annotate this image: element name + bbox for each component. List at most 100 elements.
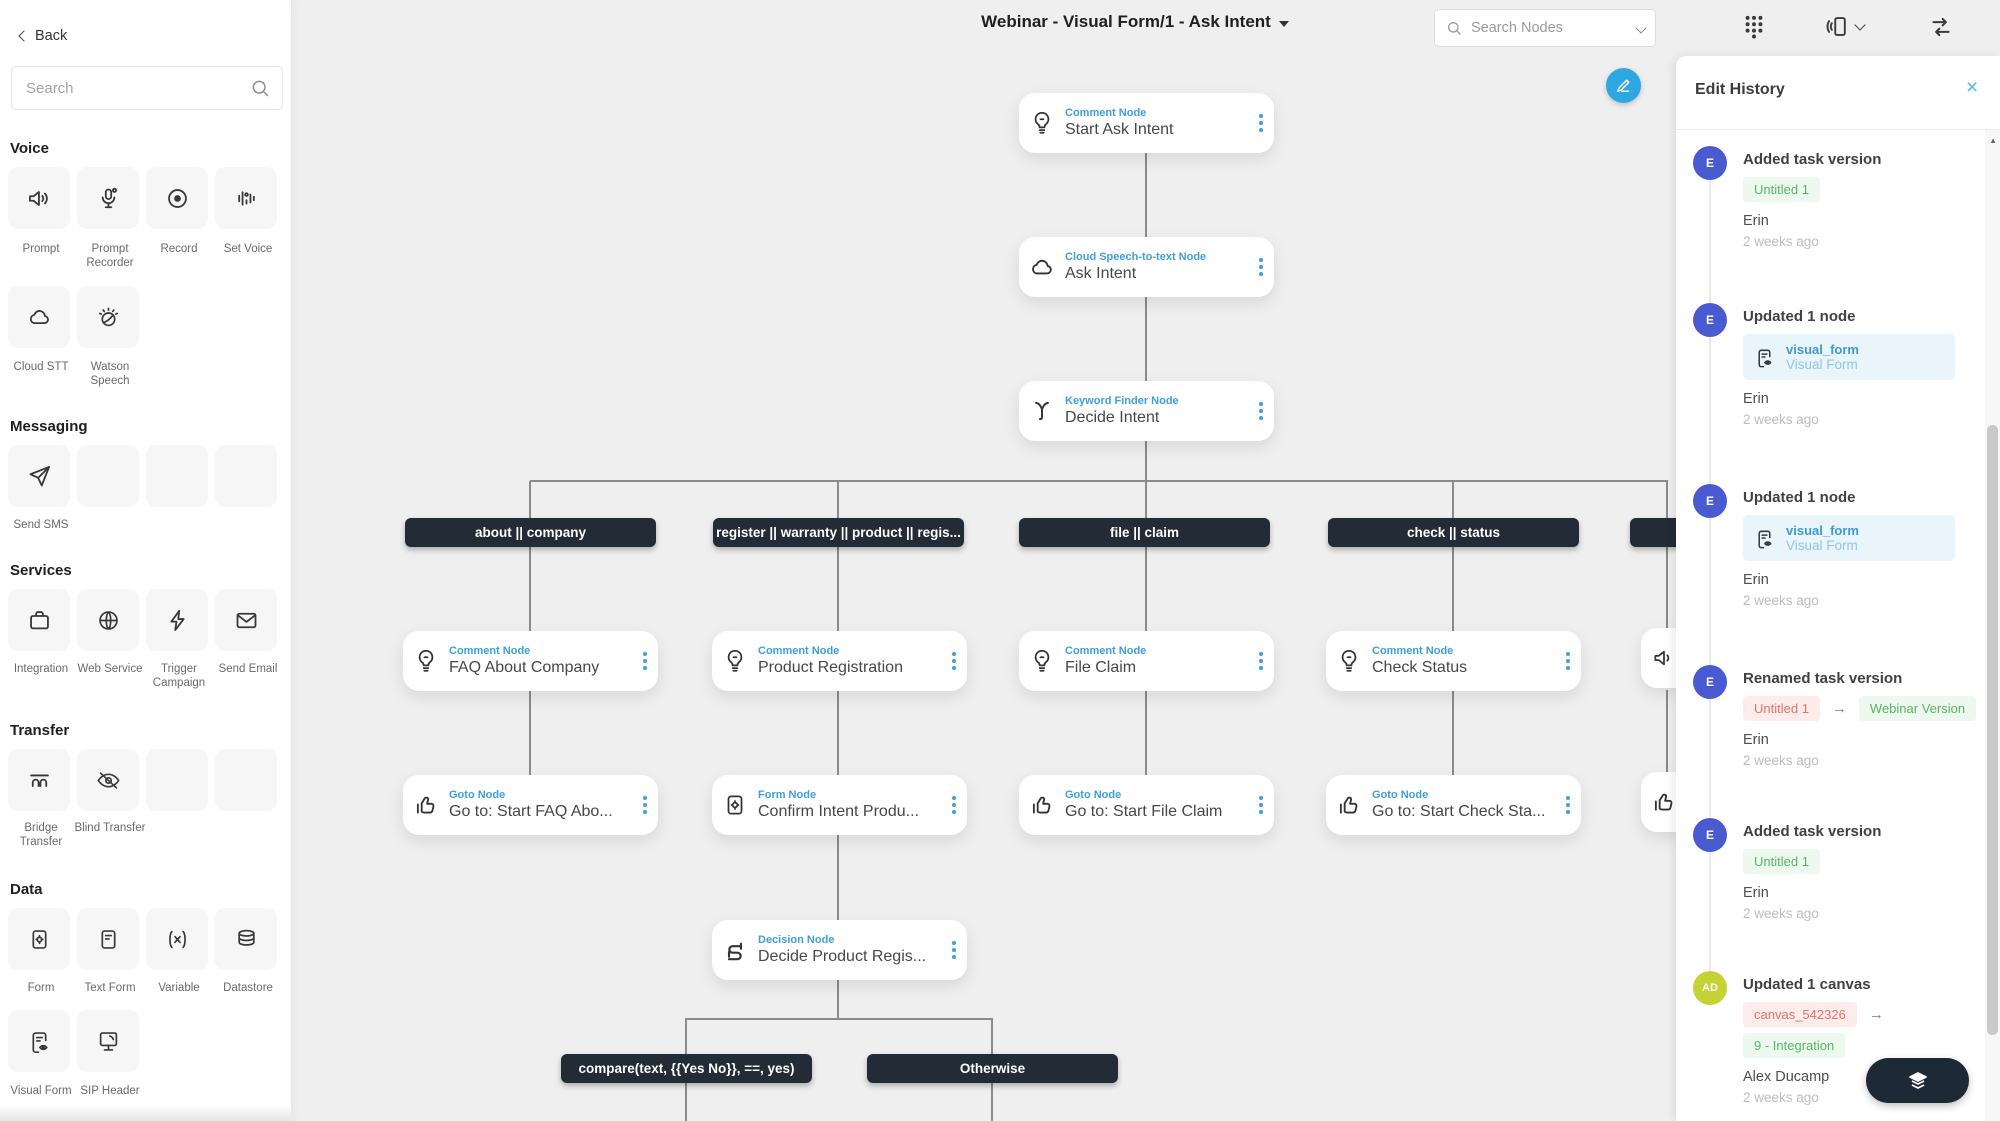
palette-tile-bridge-transfer[interactable] [8,749,70,811]
palette-tile-web-service[interactable] [77,589,139,651]
palette-tile-sip-header[interactable] [77,1010,139,1072]
palette-tile-prompt[interactable] [8,167,70,229]
node-menu-kebab-icon[interactable] [632,652,658,670]
branch-label[interactable]: about || company [405,518,656,547]
goto-hand-icon [1019,792,1065,818]
history-action: Renamed task version [1743,670,1903,687]
palette-tile-empty [215,445,277,507]
history-user: Erin [1743,732,1769,748]
goto-hand-icon [1326,792,1372,818]
node-menu-kebab-icon[interactable] [1248,796,1274,814]
edit-pencil-button[interactable] [1606,68,1641,103]
form-gear-icon [712,792,758,818]
globe-icon [95,607,122,634]
node-title: Decide Product Regis... [758,948,927,965]
node-type: Form Node [758,789,817,801]
palette-search-box[interactable] [11,66,283,110]
dialpad-icon[interactable] [1740,12,1768,40]
node-menu-kebab-icon[interactable] [1248,402,1274,420]
palette-tile-blind-transfer[interactable] [77,749,139,811]
palette-tile-variable[interactable] [146,908,208,970]
palette-label: Trigger Campaign [152,663,206,689]
node-type: Comment Node [1372,645,1454,657]
connector-line [837,481,839,631]
close-icon[interactable]: × [1966,76,1979,99]
envelope-icon [233,607,260,634]
palette-tile-watson-speech[interactable] [77,286,139,348]
palette-search-input[interactable] [26,67,236,109]
history-user: Erin [1743,572,1769,588]
node-menu-kebab-icon[interactable] [1248,258,1274,276]
node-menu-kebab-icon[interactable] [632,796,658,814]
node-menu-kebab-icon[interactable] [941,652,967,670]
condition-label[interactable]: Otherwise [867,1054,1118,1083]
node-menu-kebab-icon[interactable] [1555,652,1581,670]
branch-label[interactable]: file || claim [1019,518,1270,547]
connector-line [837,834,839,921]
connector-line [1666,690,1668,773]
node-title: Go to: Start File Claim [1065,803,1223,820]
palette-tile-empty [77,445,139,507]
branch-label[interactable]: check || status [1328,518,1579,547]
bulb-icon [712,648,758,674]
section-title-services: Services [10,562,72,579]
bulb-icon [1019,648,1065,674]
palette-tile-text-form[interactable] [77,908,139,970]
node-menu-kebab-icon[interactable] [1248,652,1274,670]
form-gear-icon [26,926,53,953]
node-title: Check Status [1372,659,1468,676]
node-menu-kebab-icon[interactable] [941,796,967,814]
node-reference-card[interactable]: visual_form Visual Form [1743,515,1955,561]
palette-label: SIP Header [80,1085,140,1097]
palette-label: Record [160,243,198,255]
palette-tile-form[interactable] [8,908,70,970]
lightning-icon [164,607,191,634]
scrollbar-up-arrow[interactable]: ▲ [1989,136,1997,145]
history-user: Alex Ducamp [1743,1069,1830,1085]
visual-form-icon [26,1028,53,1055]
speaker-icon [1641,645,1687,671]
node-menu-kebab-icon[interactable] [1555,796,1581,814]
node-reference-card[interactable]: visual_form Visual Form [1743,334,1955,380]
palette-label: Bridge Transfer [19,822,63,848]
chevron-down-icon[interactable] [1635,22,1647,34]
scrollbar-thumb[interactable] [1987,425,1998,1035]
speaker-icon [26,185,53,212]
palette-tile-record[interactable] [146,167,208,229]
palette-tile-cloud-stt[interactable] [8,286,70,348]
version-badge: Untitled 1 [1743,849,1820,874]
connector-line [529,481,531,631]
brand-button[interactable] [1866,1058,1969,1103]
palette-tile-integration[interactable] [8,589,70,651]
swap-arrows-icon[interactable] [1928,14,1954,40]
node-menu-kebab-icon[interactable] [1248,114,1274,132]
palette-tile-send-email[interactable] [215,589,277,651]
palette-tile-trigger-campaign[interactable] [146,589,208,651]
condition-label[interactable]: compare(text, {{Yes No}}, ==, yes) [561,1054,812,1083]
palette-tile-visual-form[interactable] [8,1010,70,1072]
palette-tile-set-voice[interactable] [215,167,277,229]
node-type: Goto Node [449,789,506,801]
search-nodes-input[interactable] [1471,10,1621,46]
palette-tile-send-sms[interactable] [8,445,70,507]
palette-tile-prompt-recorder[interactable] [77,167,139,229]
palette-tile-datastore[interactable] [215,908,277,970]
branch-label[interactable]: register || warranty || product || regis… [713,518,964,547]
search-nodes-box[interactable] [1434,9,1656,47]
node-menu-kebab-icon[interactable] [941,941,967,959]
back-button[interactable]: Back [18,28,67,44]
device-vibrate-icon[interactable] [1824,13,1866,40]
page-title[interactable]: Webinar - Visual Form/1 - Ask Intent [960,12,1310,32]
